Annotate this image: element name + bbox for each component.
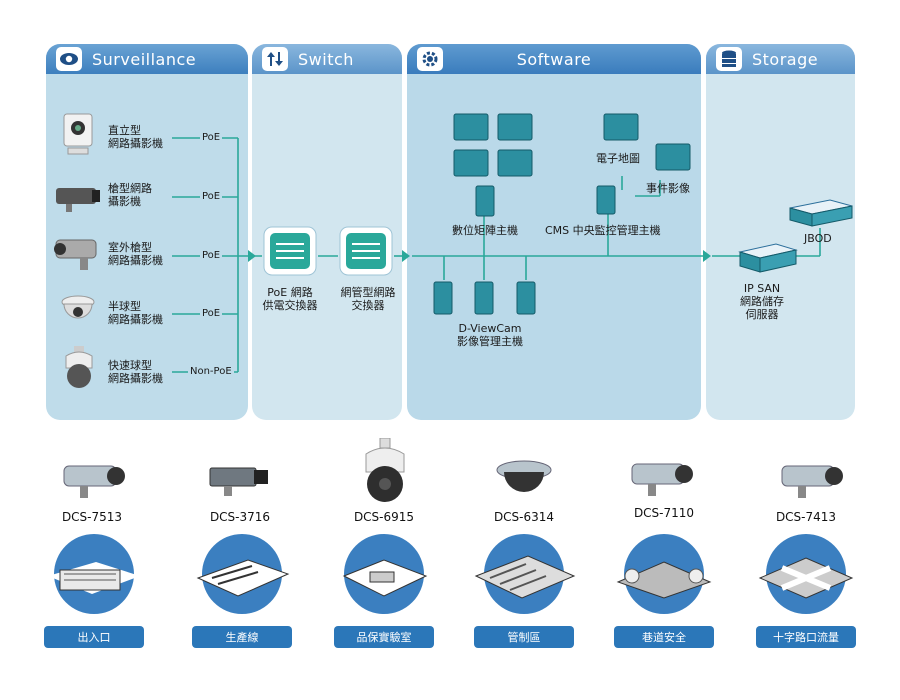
- camera-label-dome: 半球型 網路攝影機: [108, 300, 163, 326]
- laboratory-scene-image: [342, 534, 428, 614]
- surveillance-title: Surveillance: [92, 49, 197, 69]
- bullet-camera-icon: [56, 188, 100, 212]
- software-header: Software: [407, 44, 701, 74]
- production-line-scene-image: [196, 534, 290, 614]
- cube-camera-icon: [63, 113, 93, 155]
- software-title: Software: [516, 49, 592, 69]
- cms-host-label: CMS 中央監控管理主機: [545, 224, 661, 237]
- product-model: DCS-7513: [61, 510, 123, 524]
- outdoor-bullet-camera-icon: [54, 239, 97, 270]
- matrix-host-label: 數位矩陣主機: [452, 224, 518, 237]
- poe-switch-label: PoE 網路 供電交換器: [262, 286, 318, 312]
- storage-title: Storage: [752, 49, 819, 69]
- product-model: DCS-6915: [353, 510, 415, 524]
- camera-label-box: 直立型 網路攝影機: [108, 124, 163, 150]
- event-video-label: 事件影像: [646, 182, 690, 195]
- scene-badge: 管制區: [474, 626, 574, 648]
- speed-dome-camera-icon: [65, 346, 93, 388]
- link-label: PoE: [200, 308, 223, 319]
- product-camera-icon: [781, 465, 843, 498]
- product-camera-icon: [209, 467, 268, 496]
- switch-header: Switch: [252, 44, 402, 74]
- product-camera-icon: [631, 463, 693, 496]
- dome-camera-icon: [61, 295, 95, 319]
- emap-label: 電子地圖: [596, 152, 640, 165]
- scene-badge: 品保實驗室: [334, 626, 434, 648]
- surveillance-header: Surveillance: [46, 44, 248, 74]
- link-label: PoE: [200, 250, 223, 261]
- camera-label-bullet: 槍型網路 攝影機: [108, 182, 152, 208]
- scene-badge: 出入口: [44, 626, 144, 648]
- scene-badge: 十字路口流量: [756, 626, 856, 648]
- dviewcam-label: D-ViewCam 影像管理主機: [457, 322, 523, 348]
- link-label: Non-PoE: [188, 366, 234, 377]
- product-camera-icon: [365, 438, 405, 502]
- camera-label-outdoor-bullet: 室外槍型 網路攝影機: [108, 241, 163, 267]
- storage-panel: Storage: [706, 44, 855, 420]
- link-label: PoE: [200, 191, 223, 202]
- eye-icon: [56, 47, 82, 71]
- alley-scene-image: [616, 534, 712, 614]
- entrance-scene-image: [48, 534, 140, 614]
- updown-arrows-icon: [262, 47, 288, 71]
- database-icon: [716, 47, 742, 71]
- managed-switch-label: 網管型網路 交換器: [340, 286, 396, 312]
- switch-title: Switch: [298, 49, 354, 69]
- intersection-scene-image: [758, 534, 854, 614]
- camera-label-speed-dome: 快速球型 網路攝影機: [108, 359, 163, 385]
- gear-icon: [417, 47, 443, 71]
- restricted-area-scene-image: [474, 534, 576, 614]
- product-camera-icon: [496, 460, 552, 492]
- jbod-label: JBOD: [804, 232, 832, 245]
- product-model: DCS-7413: [775, 510, 837, 524]
- storage-header: Storage: [706, 44, 855, 74]
- product-model: DCS-7110: [633, 506, 695, 520]
- product-model: DCS-6314: [493, 510, 555, 524]
- link-label: PoE: [200, 132, 223, 143]
- product-model: DCS-3716: [209, 510, 271, 524]
- ipsan-label: IP SAN 網路儲存 伺服器: [740, 282, 784, 321]
- scene-badge: 巷道安全: [614, 626, 714, 648]
- product-camera-icon: [63, 465, 125, 498]
- software-panel: Software: [407, 44, 701, 420]
- network-wires: [172, 113, 853, 373]
- scene-badge: 生產線: [192, 626, 292, 648]
